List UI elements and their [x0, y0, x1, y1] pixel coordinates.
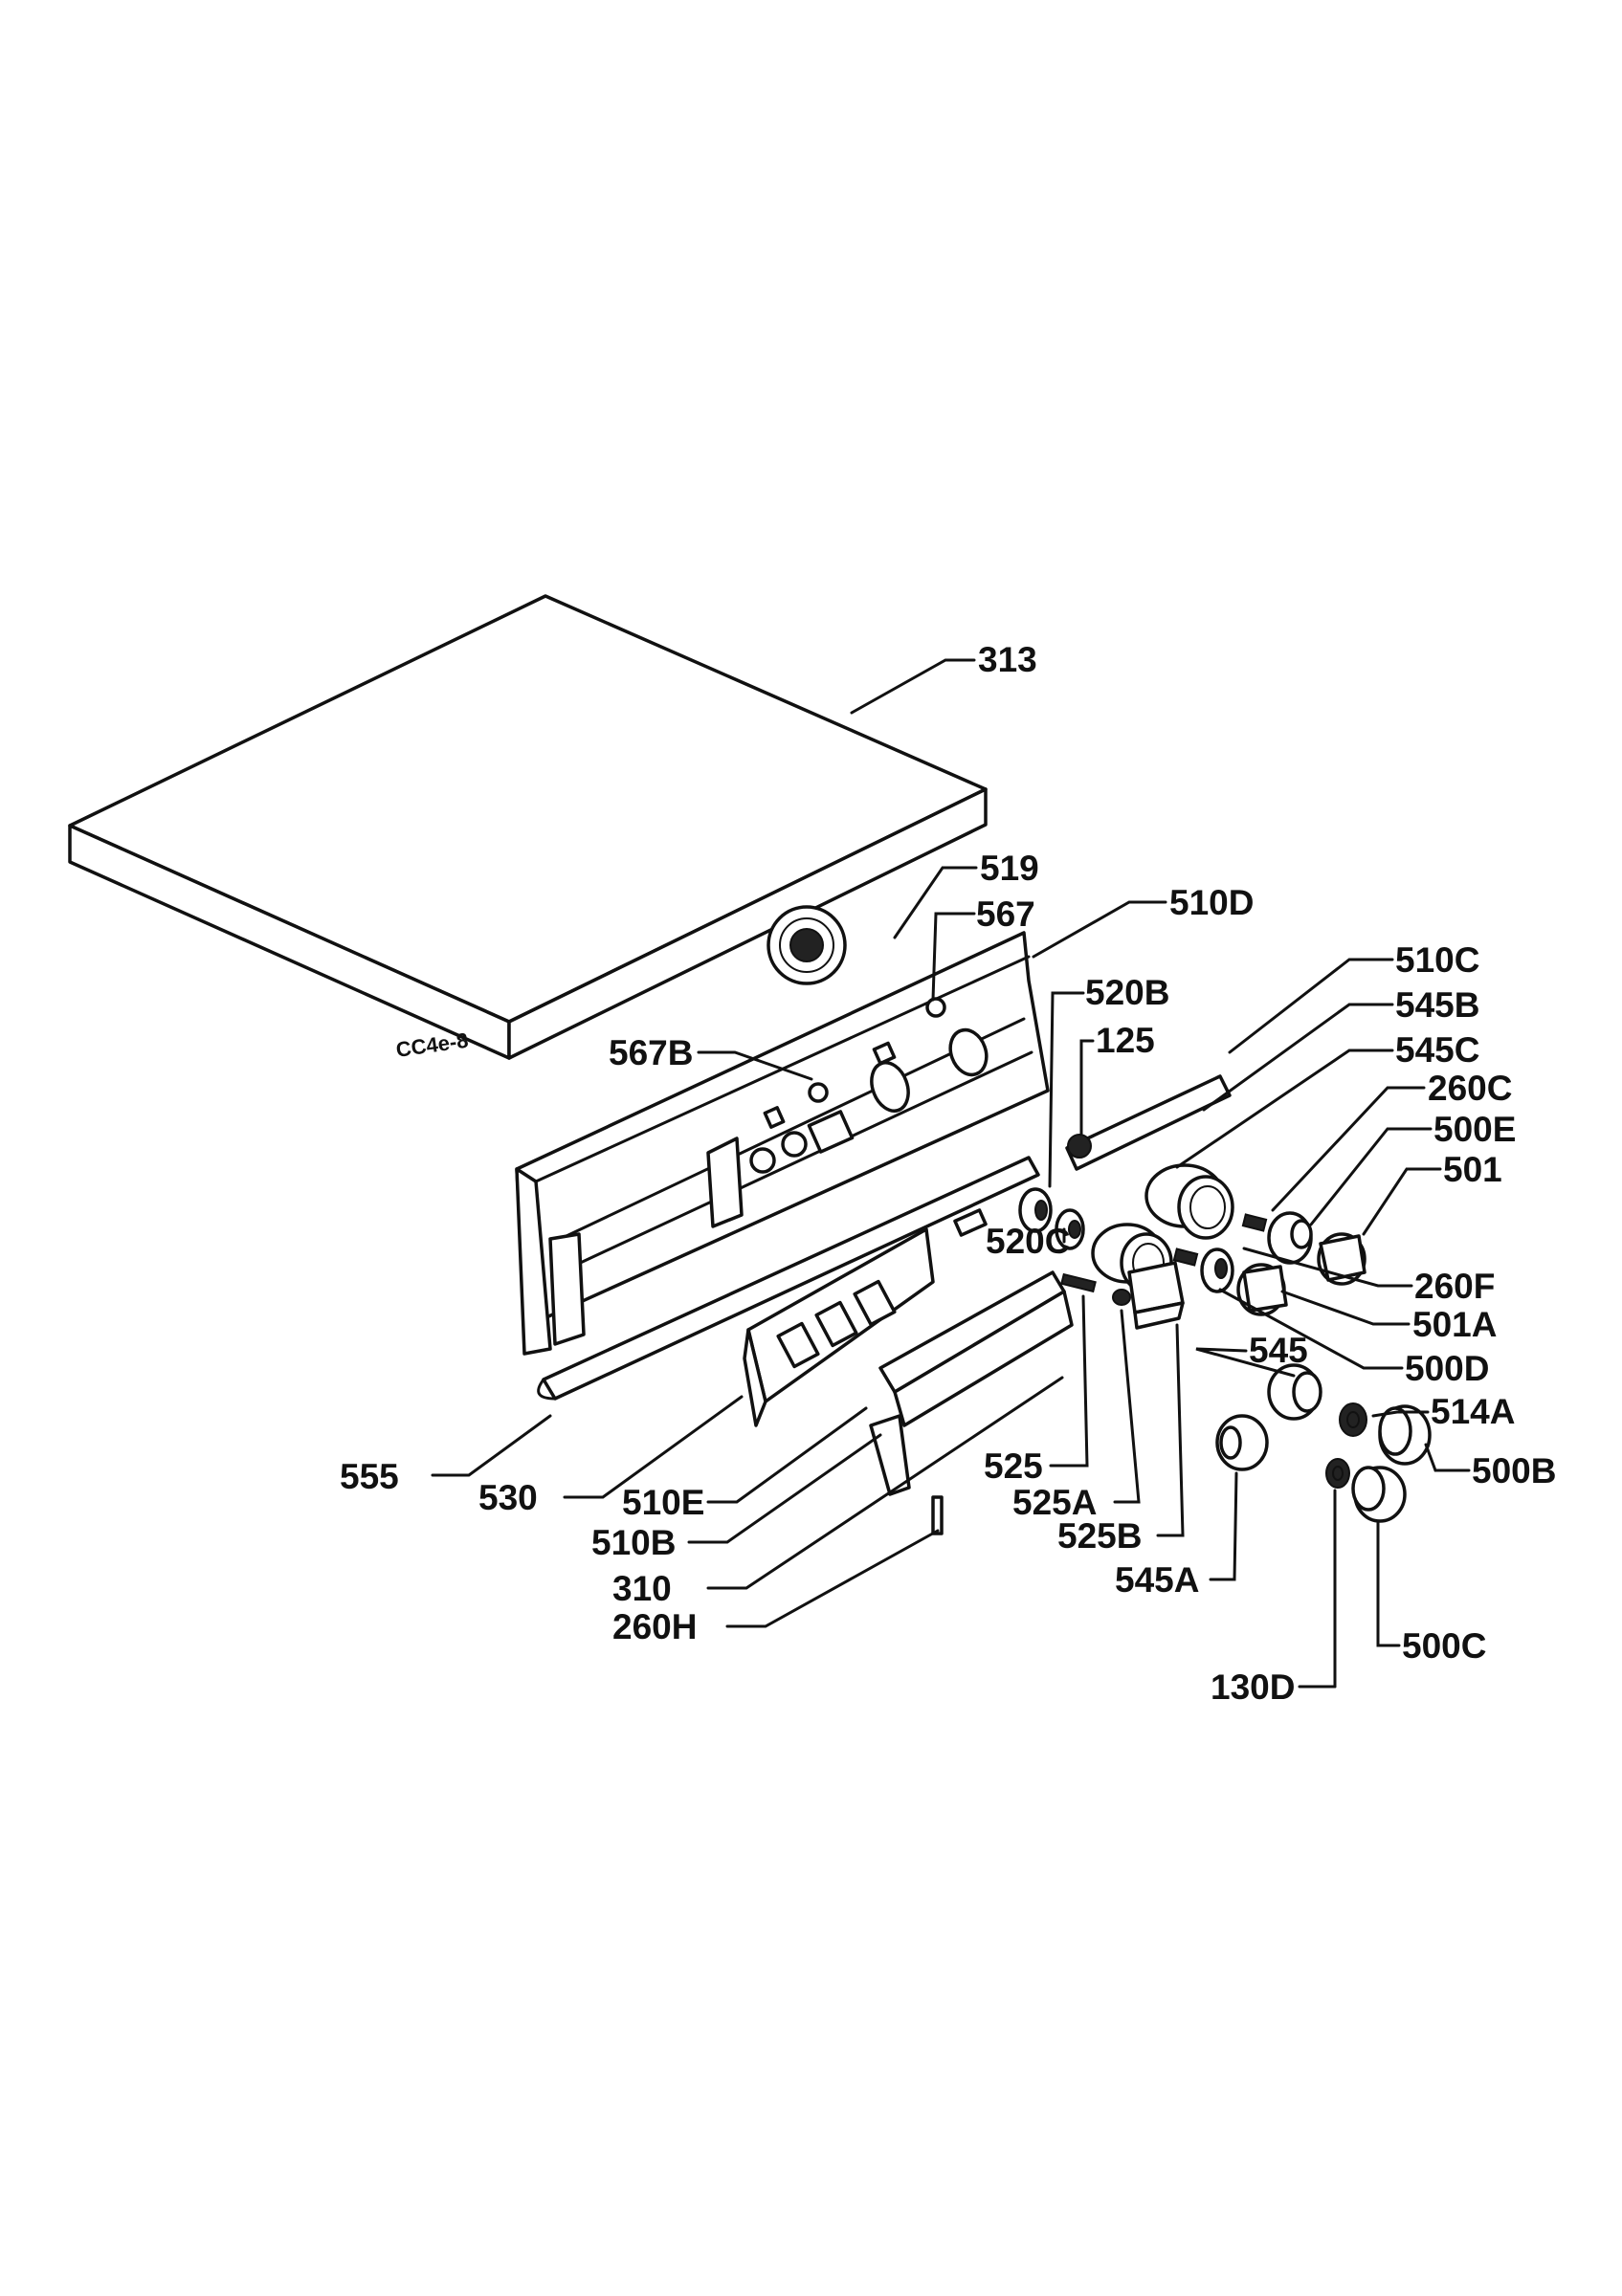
- label-520c: 520C: [986, 1222, 1070, 1261]
- label-500d: 500D: [1405, 1349, 1489, 1388]
- label-125: 125: [1096, 1021, 1155, 1060]
- part-519-grille: [767, 905, 847, 985]
- part-500e-knob: [1267, 1211, 1313, 1265]
- label-545a: 545A: [1115, 1560, 1199, 1600]
- label-567b: 567B: [609, 1033, 693, 1072]
- part-260h-pin: [931, 1495, 944, 1535]
- part-510b-cover: [878, 1270, 1074, 1427]
- part-500b-knob: [1378, 1404, 1432, 1466]
- part-555-rail: [537, 1156, 1040, 1401]
- part-501a-knob-cap: [1236, 1263, 1288, 1316]
- part-130d-ring: [1325, 1458, 1350, 1489]
- part-500d-knob: [1200, 1247, 1234, 1293]
- label-510d: 510D: [1169, 883, 1254, 922]
- label-525: 525: [984, 1446, 1043, 1486]
- label-514a: 514A: [1431, 1392, 1515, 1431]
- label-500e: 500E: [1433, 1110, 1516, 1149]
- part-125-screw: [1067, 1134, 1092, 1159]
- label-501a: 501A: [1412, 1305, 1497, 1344]
- part-530-switch-housing: [743, 1227, 935, 1427]
- label-500c: 500C: [1402, 1626, 1486, 1666]
- label-501: 501: [1443, 1150, 1502, 1189]
- part-525a-pin: [1112, 1289, 1131, 1306]
- label-260c: 260C: [1428, 1069, 1512, 1108]
- label-510b: 510B: [591, 1523, 676, 1562]
- label-525a: 525A: [1012, 1483, 1097, 1522]
- label-530: 530: [478, 1478, 538, 1517]
- part-525-spring: [1060, 1272, 1097, 1293]
- label-555: 555: [340, 1457, 399, 1496]
- part-520b-bush: [1018, 1187, 1053, 1233]
- label-313: 313: [978, 640, 1037, 679]
- label-260h: 260H: [612, 1607, 697, 1646]
- part-545b-sleeve: [1144, 1163, 1234, 1240]
- part-510c-trim: [953, 1074, 1232, 1237]
- label-545c: 545C: [1395, 1030, 1479, 1070]
- part-260f-spring: [1172, 1247, 1199, 1267]
- label-500b: 500B: [1472, 1451, 1556, 1490]
- label-545: 545: [1249, 1331, 1308, 1370]
- drawing-code: CC4e-8: [394, 1028, 470, 1062]
- part-510d-control-panel: [515, 931, 1050, 1356]
- part-260c-spring: [1241, 1213, 1268, 1232]
- part-545a-sleeve: [1215, 1414, 1269, 1471]
- part-313-worktop: [68, 594, 988, 1060]
- part-525b-button: [1127, 1261, 1185, 1330]
- part-labels: 313 519 567 510D 567B 520B 125 510C 545B…: [340, 640, 1556, 1707]
- part-545-sleeve-pair: [1267, 1363, 1322, 1421]
- label-510c: 510C: [1395, 940, 1479, 980]
- label-520b: 520B: [1085, 973, 1169, 1012]
- part-500c-knob: [1351, 1466, 1407, 1523]
- leader-lines: [431, 658, 1471, 1689]
- label-310: 310: [612, 1569, 672, 1608]
- label-260f: 260F: [1414, 1267, 1495, 1306]
- label-130d: 130D: [1211, 1667, 1295, 1707]
- label-510e: 510E: [622, 1483, 704, 1522]
- label-567: 567: [976, 894, 1035, 934]
- part-514a-ring: [1339, 1402, 1367, 1437]
- label-545b: 545B: [1395, 985, 1479, 1025]
- label-525b: 525B: [1057, 1516, 1142, 1556]
- label-519: 519: [980, 849, 1039, 888]
